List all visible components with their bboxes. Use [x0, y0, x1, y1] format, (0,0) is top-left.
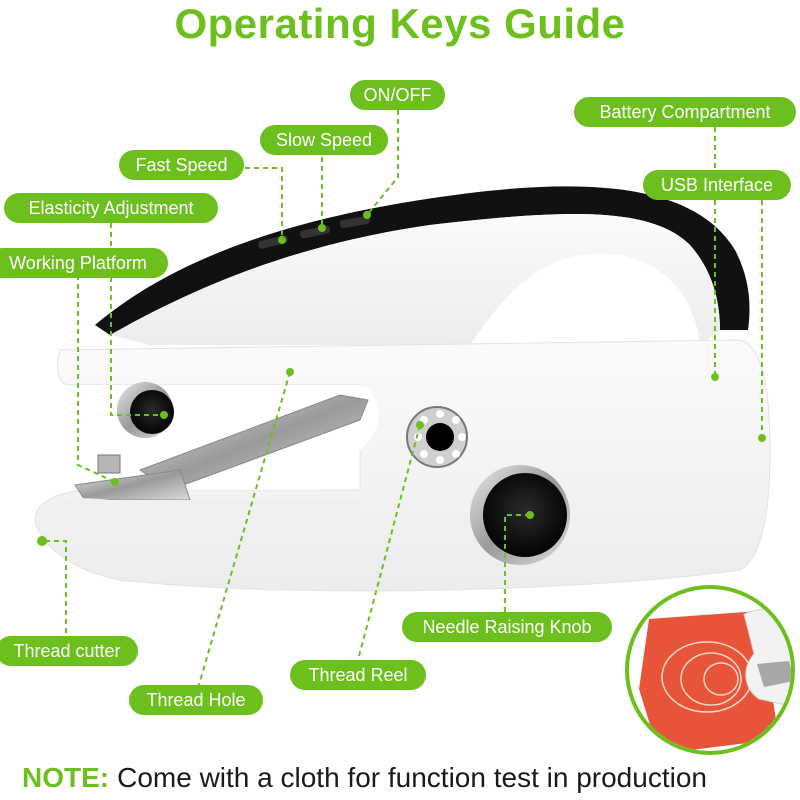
label-usb-interface: USB Interface	[643, 170, 791, 200]
page-title: Operating Keys Guide	[174, 0, 626, 47]
note-text: Come with a cloth for function test in p…	[117, 762, 707, 793]
elasticity-knob	[117, 382, 174, 438]
leader-dots	[37, 211, 766, 546]
label-thread-reel: Thread Reel	[290, 660, 426, 690]
leader-lines	[45, 110, 763, 689]
label-thread-cutter: Thread cutter	[0, 636, 138, 666]
label-needle-raising-knob: Needle Raising Knob	[402, 612, 612, 642]
machine-handle	[95, 186, 750, 345]
note-line: NOTE:Come with a cloth for function test…	[22, 758, 707, 798]
label-working-platform: Working Platform	[0, 248, 168, 278]
note-label: NOTE:	[22, 762, 110, 793]
label-fast-speed: Fast Speed	[119, 150, 244, 180]
machine-body	[34, 339, 771, 592]
label-slow-speed: Slow Speed	[260, 125, 388, 155]
label-on-off: ON/OFF	[350, 80, 445, 110]
label-battery-compartment: Battery Compartment	[574, 97, 796, 127]
label-thread-hole: Thread Hole	[129, 685, 263, 715]
label-elasticity-adjustment: Elasticity Adjustment	[4, 193, 218, 223]
cloth-sample-icon	[639, 608, 791, 751]
cloth-sample-inset	[625, 585, 795, 755]
